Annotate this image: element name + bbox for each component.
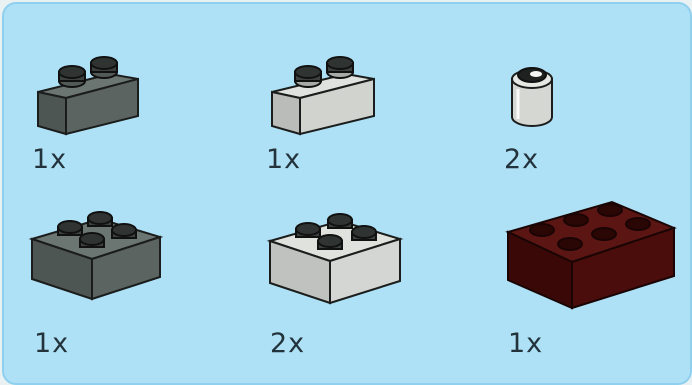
part-qty: 1x bbox=[32, 144, 67, 175]
part-qty: 1x bbox=[266, 144, 301, 175]
part-qty: 2x bbox=[270, 328, 305, 359]
part-qty: 2x bbox=[504, 144, 539, 175]
brick-1x2-light-gray-icon bbox=[266, 34, 386, 139]
brick-2x2-light-gray-icon bbox=[266, 199, 406, 319]
brick-2x2-dark-gray-icon bbox=[28, 199, 168, 314]
round-1x1-transparent-icon bbox=[504, 59, 564, 139]
part-qty: 1x bbox=[34, 328, 69, 359]
brick-1x2-dark-gray-icon bbox=[32, 34, 147, 139]
part-qty: 1x bbox=[508, 328, 543, 359]
brick-2x3-dark-red-icon bbox=[502, 184, 682, 324]
